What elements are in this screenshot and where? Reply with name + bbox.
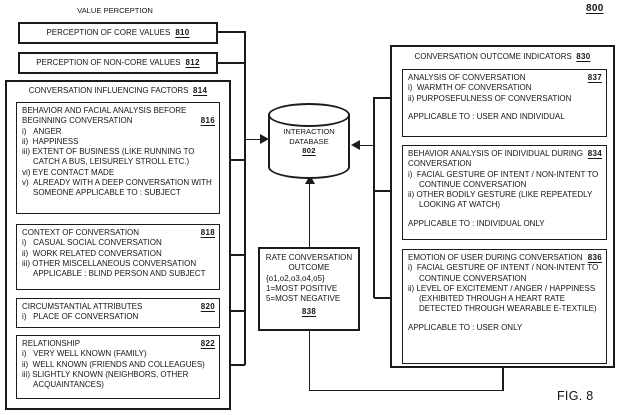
box-838-title: RATE CONVERSATION OUTCOME	[265, 253, 353, 273]
connector-820-to-bus	[218, 310, 245, 312]
box-834-header: BEHAVIOR ANALYSIS OF INDIVIDUAL DURING C…	[408, 149, 602, 170]
box-834-title: BEHAVIOR ANALYSIS OF INDIVIDUAL DURING C…	[408, 149, 583, 169]
arrow-right-to-database-head	[351, 140, 360, 150]
box-rate-conversation-outcome: RATE CONVERSATION OUTCOME {o1,o2,o3,o4,o…	[258, 247, 360, 331]
arrow-right-to-database-line	[358, 144, 374, 146]
rate-scale-set: {o1,o2,o3,o4,o5}	[266, 273, 325, 283]
connector-816-to-bus	[218, 159, 245, 161]
box-830-title: CONVERSATION OUTCOME INDICATORS	[414, 52, 572, 61]
list-item: ii) WORK RELATED CONVERSATION	[22, 248, 162, 258]
database-label-line2: DATABASE	[289, 136, 329, 146]
box-837-title: ANALYSIS OF CONVERSATION	[408, 73, 526, 82]
connector-up-to-830	[502, 368, 504, 391]
box-822-ref: 822	[200, 339, 215, 348]
box-conversation-influencing-factors: CONVERSATION INFLUENCING FACTORS 814 BEH…	[5, 80, 231, 410]
box-812-label: PERCEPTION OF NON-CORE VALUES	[36, 57, 181, 67]
box-relationship: RELATIONSHIP 822 i) VERY WELL KNOWN (FAM…	[16, 335, 220, 399]
box-818-header: CONTEXT OF CONVERSATION 818	[22, 228, 215, 238]
list-item: ii) PURPOSEFULNESS OF CONVERSATION	[408, 93, 572, 103]
arrow-up-from-838-head	[304, 175, 315, 184]
box-behavior-facial-analysis: BEHAVIOR AND FACIAL ANALYSIS BEFORE BEGI…	[16, 102, 220, 214]
box-820-header: CIRCUMSTANTIAL ATTRIBUTES 820	[22, 302, 215, 312]
list-item: ii) HAPPINESS	[22, 136, 79, 146]
connector-bottom-horizontal	[308, 389, 504, 391]
box-834-ref: 834	[587, 149, 602, 158]
box-822-header: RELATIONSHIP 822	[22, 339, 215, 349]
box-822-title: RELATIONSHIP	[22, 339, 81, 348]
connector-812-to-bus	[218, 62, 245, 64]
list-item: iii) SLIGHTLY KNOWN (NEIGHBORS, OTHER AC…	[22, 369, 189, 390]
list-item: i) PLACE OF CONVERSATION	[22, 312, 139, 322]
box-830-header: CONVERSATION OUTCOME INDICATORS 830	[392, 52, 613, 62]
box-context-of-conversation: CONTEXT OF CONVERSATION 818 i) CASUAL SO…	[16, 224, 220, 290]
list-item: i) FACIAL GESTURE OF INTENT / NON-INTENT…	[408, 169, 599, 189]
list-item: i) FACIAL GESTURE OF INTENT / NON-INTENT…	[408, 263, 599, 283]
list-item: ii) WELL KNOWN (FRIENDS AND COLLEAGUES)	[22, 359, 205, 369]
box-836-ref: 836	[587, 253, 602, 262]
box-810-label: PERCEPTION OF CORE VALUES	[46, 27, 171, 37]
left-bus-line	[244, 31, 246, 365]
box-837-ref: 837	[587, 73, 602, 82]
list-item: ii) LEVEL OF EXCITEMENT / ANGER / HAPPIN…	[408, 283, 597, 314]
figure-reference-number: 800	[586, 3, 604, 14]
box-836-title: EMOTION OF USER DURING CONVERSATION	[408, 253, 583, 262]
box-812-ref: 812	[185, 57, 200, 67]
connector-834-to-bus	[374, 190, 401, 192]
box-818-title: CONTEXT OF CONVERSATION	[22, 228, 140, 237]
box-816-ref: 816	[200, 116, 215, 126]
arrow-up-from-838-line	[308, 183, 310, 247]
list-item: i) ANGER	[22, 126, 62, 136]
connector-818-to-bus	[218, 254, 245, 256]
connector-837-to-bus	[374, 97, 401, 99]
rate-scale-negative: 5=MOST NEGATIVE	[266, 294, 341, 304]
database-ref: 802	[302, 146, 316, 156]
box-818-ref: 818	[200, 228, 215, 237]
box-814-ref: 814	[192, 86, 208, 95]
connector-822-to-bus	[218, 364, 245, 366]
figure-caption: FIG. 8	[557, 389, 594, 403]
connector-810-to-bus	[218, 31, 245, 33]
box-830-ref: 830	[576, 52, 591, 61]
list-item: i) VERY WELL KNOWN (FAMILY)	[22, 349, 147, 359]
box-conversation-outcome-indicators: CONVERSATION OUTCOME INDICATORS 830 ANAL…	[390, 45, 615, 368]
box-837-header: ANALYSIS OF CONVERSATION 837	[408, 73, 602, 83]
box-behavior-analysis-individual: BEHAVIOR ANALYSIS OF INDIVIDUAL DURING C…	[402, 145, 607, 240]
box-836-header: EMOTION OF USER DURING CONVERSATION 836	[408, 253, 602, 263]
right-bus-line	[373, 97, 375, 298]
box-perception-non-core-values: PERCEPTION OF NON-CORE VALUES 812	[18, 52, 218, 74]
list-item: vi) EYE CONTACT MADE	[22, 167, 115, 177]
box-perception-core-values: PERCEPTION OF CORE VALUES 810	[18, 22, 218, 44]
list-item: i) CASUAL SOCIAL CONVERSATION	[22, 238, 162, 248]
list-item: v) ALREADY WITH A DEEP CONVERSATION WITH…	[22, 178, 212, 198]
arrow-left-to-database-head	[260, 134, 269, 144]
box-analysis-of-conversation: ANALYSIS OF CONVERSATION 837 i) WARMTH O…	[402, 69, 607, 137]
connector-836-to-bus	[374, 297, 401, 299]
list-item: ii) OTHER BODILY GESTURE (LIKE REPEATEDL…	[408, 190, 593, 210]
applicable-note: APPLICABLE TO : USER ONLY	[408, 322, 523, 332]
box-816-title: BEHAVIOR AND FACIAL ANALYSIS BEFORE BEGI…	[22, 106, 187, 126]
list-item: iii) EXTENT OF BUSINESS (LIKE RUNNING TO…	[22, 147, 195, 167]
database-label-line1: INTERACTION	[283, 127, 335, 136]
connector-838-down	[308, 331, 310, 391]
box-814-title: CONVERSATION INFLUENCING FACTORS	[28, 86, 189, 95]
applicable-note: APPLICABLE TO : INDIVIDUAL ONLY	[408, 218, 545, 228]
list-item: iii) OTHER MISCELLANEOUS CONVERSATION AP…	[22, 258, 206, 279]
database-label: INTERACTION DATABASE 802	[268, 127, 350, 156]
value-perception-title: VALUE PERCEPTION	[77, 6, 153, 15]
rate-scale-positive: 1=MOST POSITIVE	[266, 283, 338, 293]
box-820-title: CIRCUMSTANTIAL ATTRIBUTES	[22, 302, 143, 311]
applicable-note: APPLICABLE TO : USER AND INDIVIDUAL	[408, 111, 565, 121]
database-cylinder-top	[268, 103, 350, 127]
box-emotion-of-user: EMOTION OF USER DURING CONVERSATION 836 …	[402, 249, 607, 364]
box-838-ref: 838	[301, 307, 317, 317]
box-816-header: BEHAVIOR AND FACIAL ANALYSIS BEFORE BEGI…	[22, 106, 215, 127]
box-circumstantial-attributes: CIRCUMSTANTIAL ATTRIBUTES 820 i) PLACE O…	[16, 298, 220, 328]
list-item: i) WARMTH OF CONVERSATION	[408, 83, 532, 93]
box-820-ref: 820	[200, 302, 215, 311]
box-810-ref: 810	[175, 27, 190, 37]
arrow-left-to-database-line	[245, 138, 262, 140]
box-814-header: CONVERSATION INFLUENCING FACTORS 814	[7, 86, 229, 96]
